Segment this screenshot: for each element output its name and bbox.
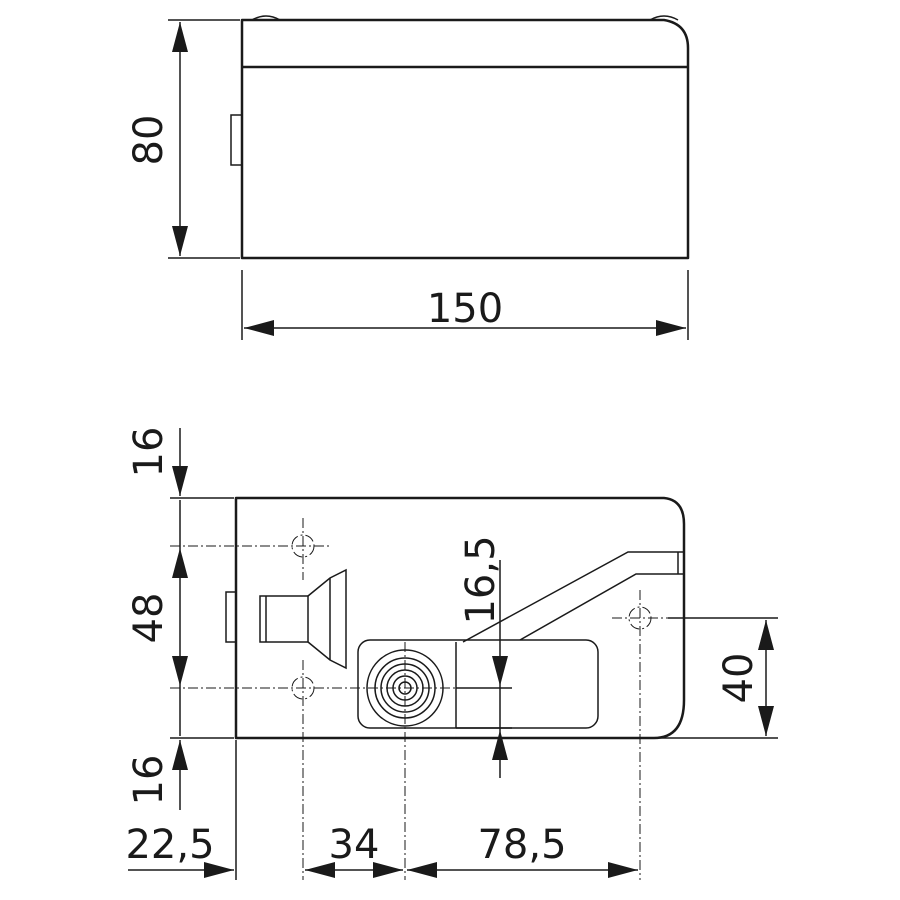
dimension-top-16: 16 [126, 427, 188, 496]
mounting-hole-top-left [291, 518, 315, 580]
front-side-tab [230, 114, 243, 166]
dimension-label-top-16: 16 [126, 427, 172, 478]
dimension-34: 34 [305, 822, 403, 878]
dimension-bottom-16: 16 [126, 740, 188, 810]
dimension-label-150: 150 [427, 286, 503, 332]
lever-arm [462, 551, 684, 643]
dimension-height-80: 80 [126, 19, 240, 259]
dimension-label-48: 48 [126, 593, 172, 644]
dimension-hole-spacing-48: 48 [126, 500, 188, 736]
dimension-width-150: 150 [241, 270, 689, 340]
dimension-label-34: 34 [329, 822, 380, 868]
dimension-label-78-5: 78,5 [477, 822, 566, 868]
dimension-label-22-5: 22,5 [125, 822, 214, 868]
dimension-lever-16-5: 16,5 [456, 535, 512, 778]
front-screw-left [251, 15, 281, 21]
top-side-tab [225, 591, 237, 643]
dimension-label-40: 40 [716, 653, 762, 704]
dimension-label-80: 80 [126, 115, 172, 166]
dimension-78-5: 78,5 [407, 822, 638, 878]
dimension-label-bottom-16: 16 [126, 755, 172, 806]
dimension-label-16-5: 16,5 [458, 535, 504, 624]
dimension-right-40: 40 [716, 620, 774, 736]
dimension-left-22-5: 22,5 [125, 822, 234, 878]
front-housing-outline [240, 18, 690, 260]
top-view: 16 48 16 22,5 34 [125, 427, 778, 880]
front-screw-right [649, 15, 679, 21]
front-view: 80 150 [126, 15, 690, 340]
cable-gland [259, 568, 347, 670]
